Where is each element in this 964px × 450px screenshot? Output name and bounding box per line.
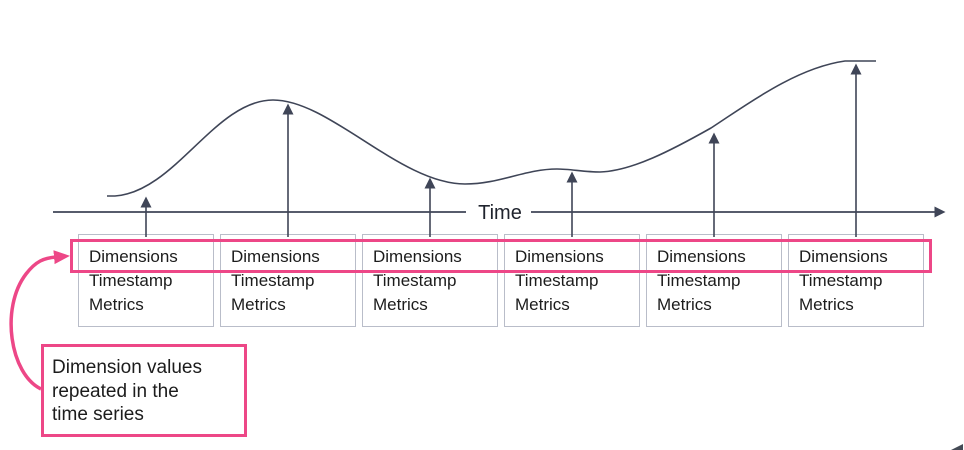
metrics-label: Metrics bbox=[373, 295, 428, 314]
dimensions-label: Dimensions bbox=[799, 247, 888, 266]
record-box: Dimensions Timestamp Metrics bbox=[788, 234, 924, 327]
metrics-label: Metrics bbox=[515, 295, 570, 314]
timestamp-label: Timestamp bbox=[231, 271, 315, 290]
record-box: Dimensions Timestamp Metrics bbox=[504, 234, 640, 327]
callout-line: repeated in the bbox=[52, 380, 179, 402]
timestamp-label: Timestamp bbox=[373, 271, 457, 290]
callout-box: Dimension values repeated in the time se… bbox=[41, 344, 247, 437]
metrics-label: Metrics bbox=[657, 295, 712, 314]
metrics-label: Metrics bbox=[799, 295, 854, 314]
dimensions-label: Dimensions bbox=[515, 247, 604, 266]
record-box: Dimensions Timestamp Metrics bbox=[78, 234, 214, 327]
timestamp-label: Timestamp bbox=[799, 271, 883, 290]
dimensions-label: Dimensions bbox=[231, 247, 320, 266]
metrics-label: Metrics bbox=[231, 295, 286, 314]
dimensions-label: Dimensions bbox=[657, 247, 746, 266]
callout-line: Dimension values bbox=[52, 357, 202, 378]
record-box: Dimensions Timestamp Metrics bbox=[646, 234, 782, 327]
screen-artifact bbox=[951, 444, 963, 450]
dimensions-highlight-box bbox=[70, 239, 932, 273]
dimensions-label: Dimensions bbox=[89, 247, 178, 266]
dimensions-label: Dimensions bbox=[373, 247, 462, 266]
timestamp-label: Timestamp bbox=[657, 271, 741, 290]
timeseries-curve bbox=[107, 60, 876, 197]
callout-line: time series bbox=[52, 404, 144, 425]
metrics-label: Metrics bbox=[89, 295, 144, 314]
time-axis-label: Time bbox=[478, 202, 522, 224]
timestamp-label: Timestamp bbox=[515, 271, 599, 290]
timestamp-label: Timestamp bbox=[89, 271, 173, 290]
